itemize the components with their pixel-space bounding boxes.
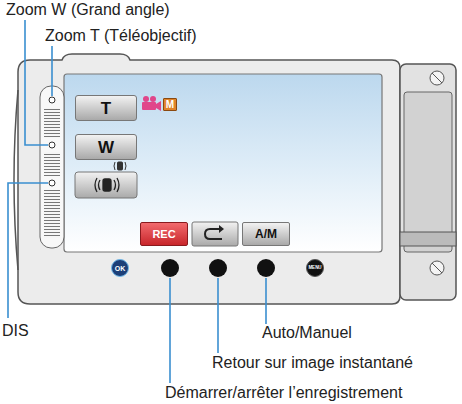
lcd-screen — [64, 74, 382, 252]
button-text: A/M — [255, 228, 277, 240]
hinge-joint — [400, 232, 456, 246]
zoom-t-button: T — [75, 95, 137, 121]
video-mode-icon — [142, 96, 161, 111]
rec-tab: REC — [140, 222, 188, 246]
housing-edge — [14, 90, 18, 270]
button-text: OK — [115, 265, 126, 272]
callout-label: Zoom T (Téléobjectif) — [45, 27, 196, 45]
zoom-w-button: W — [75, 134, 137, 160]
leader-line — [8, 20, 266, 383]
sensor-texture — [44, 152, 60, 176]
callout-label: Auto/Manuel — [262, 324, 352, 342]
return-icon — [219, 225, 224, 233]
callout-label: DIS — [2, 322, 29, 340]
button-text: M — [166, 100, 174, 110]
touch-sensor — [40, 86, 64, 248]
dis-icon — [95, 178, 119, 192]
hinge — [400, 64, 456, 300]
button-text: T — [101, 100, 111, 117]
button-text: REC — [152, 229, 175, 240]
stabilizer-icon — [114, 162, 126, 170]
callout-label: Zoom W (Grand angle) — [6, 1, 170, 19]
callout-label: Démarrer/arrêter l’enregistrement — [165, 384, 402, 402]
ok-button: OK — [111, 259, 129, 277]
dis-button — [75, 172, 137, 198]
hinge-panel — [404, 92, 452, 252]
sensor-point — [49, 97, 55, 186]
button-text: W — [98, 139, 114, 156]
button-text: MENU — [308, 266, 321, 271]
sensor-texture — [44, 108, 60, 138]
auto-manual-tab: A/M — [242, 222, 290, 246]
menu-button: MENU — [306, 259, 324, 277]
touch-button — [161, 259, 275, 277]
manual-mode-icon: M — [163, 98, 177, 111]
callout-label: Retour sur image instantané — [212, 354, 413, 372]
return-tab — [192, 222, 238, 246]
sensor-texture — [44, 190, 60, 238]
lcd-housing — [18, 54, 400, 304]
screw — [430, 71, 444, 275]
